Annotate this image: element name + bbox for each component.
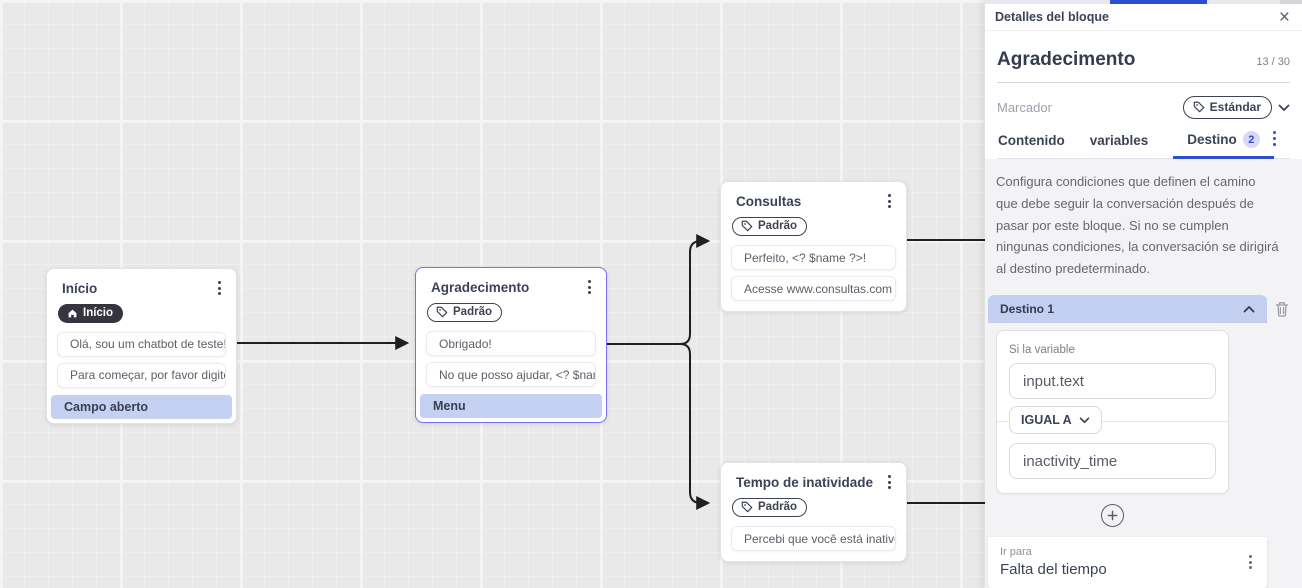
padrao-badge: Padrão bbox=[732, 217, 807, 236]
destino-tab-content: Configura condiciones que definen el cam… bbox=[985, 159, 1302, 588]
variable-input[interactable] bbox=[1009, 363, 1216, 400]
node-menu-kebab-icon[interactable] bbox=[586, 278, 593, 296]
char-counter: 13 / 30 bbox=[1256, 56, 1290, 68]
message-item[interactable]: Perfeito, <? $name ?>! bbox=[731, 245, 896, 270]
node-inicio[interactable]: Início Início Olá, sou um chatbot de tes… bbox=[46, 268, 237, 424]
node-title: Tempo de inatividade bbox=[736, 474, 874, 490]
top-strip-segment bbox=[1280, 0, 1302, 4]
destination-header[interactable]: Destino 1 bbox=[988, 295, 1267, 324]
message-item[interactable]: Para começar, por favor digite o ... bbox=[57, 362, 226, 388]
block-name-field[interactable]: Agradecimento bbox=[997, 49, 1136, 70]
home-icon bbox=[68, 309, 77, 317]
panel-top-strip bbox=[985, 0, 1302, 4]
tag-icon bbox=[436, 306, 448, 318]
tabs-overflow-kebab-icon[interactable] bbox=[1271, 129, 1279, 149]
chevron-up-icon[interactable] bbox=[1243, 305, 1255, 313]
condition-label: Si la variable bbox=[1009, 344, 1075, 357]
close-icon[interactable]: × bbox=[1278, 6, 1290, 28]
goto-value: Falta del tiempo bbox=[1000, 561, 1107, 579]
menu-item-row[interactable]: Menu bbox=[420, 394, 602, 418]
node-menu-kebab-icon[interactable] bbox=[216, 279, 223, 297]
node-tempo-inatividade[interactable]: Tempo de inatividade Padrão Percebi que … bbox=[720, 462, 907, 562]
padrao-badge: Padrão bbox=[427, 303, 502, 322]
tab-contenido[interactable]: Contenido bbox=[998, 133, 1065, 148]
message-item[interactable]: Percebi que você está inativo. C... bbox=[731, 526, 896, 551]
message-item[interactable]: Olá, sou um chatbot de teste! bbox=[57, 331, 226, 357]
delete-destination-button[interactable] bbox=[1274, 301, 1290, 318]
message-item[interactable]: Acesse www.consultas.com par... bbox=[731, 276, 896, 301]
node-agradecimento[interactable]: Agradecimento Padrão Obrigado! No que po… bbox=[415, 267, 607, 423]
edge-agradecimento-consultas bbox=[607, 234, 711, 345]
tab-destino[interactable]: Destino 2 bbox=[1173, 131, 1274, 159]
node-title: Consultas bbox=[736, 193, 802, 209]
goto-kebab-icon[interactable] bbox=[1247, 553, 1254, 571]
node-menu-kebab-icon[interactable] bbox=[886, 192, 893, 210]
block-details-panel: Detalles del bloque × Agradecimento 13 /… bbox=[985, 0, 1302, 588]
flow-canvas[interactable]: Início Início Olá, sou um chatbot de tes… bbox=[0, 0, 985, 588]
inicio-badge: Início bbox=[58, 304, 124, 323]
tag-icon bbox=[741, 501, 753, 513]
tag-icon bbox=[741, 220, 753, 232]
add-condition-icon[interactable] bbox=[1101, 504, 1124, 528]
node-menu-kebab-icon[interactable] bbox=[886, 473, 893, 491]
destination-group: Destino 1 Si la variable IGUAL A bbox=[988, 295, 1267, 588]
panel-header: Detalles del bloque × bbox=[985, 4, 1302, 31]
operator-select[interactable]: IGUAL A bbox=[1009, 406, 1102, 435]
active-section-indicator bbox=[1110, 0, 1207, 4]
padrao-badge: Padrão bbox=[732, 498, 807, 517]
condition-card: Si la variable IGUAL A bbox=[996, 330, 1229, 495]
chevron-down-icon[interactable] bbox=[1278, 104, 1290, 112]
message-item[interactable]: Obrigado! bbox=[426, 331, 596, 356]
panel-title: Detalles del bloque bbox=[995, 10, 1109, 24]
compare-value-input[interactable] bbox=[1009, 443, 1216, 480]
chevron-down-icon bbox=[1079, 417, 1089, 423]
panel-tabs: Contenido variables Destino 2 bbox=[997, 129, 1290, 159]
message-item[interactable]: No que posso ajudar, <? $name ... bbox=[426, 362, 596, 387]
flow-edges bbox=[237, 234, 985, 510]
tag-icon bbox=[1193, 101, 1204, 113]
trash-icon bbox=[1275, 302, 1289, 317]
open-field-item[interactable]: Campo aberto bbox=[51, 394, 232, 419]
goto-row[interactable]: Ir para Falta del tiempo bbox=[988, 537, 1267, 588]
condition-divider bbox=[997, 421, 1228, 423]
goto-label: Ir para bbox=[1000, 546, 1032, 559]
edge-agradecimento-tempo bbox=[607, 343, 711, 510]
node-consultas[interactable]: Consultas Padrão Perfeito, <? $name ?>! … bbox=[720, 181, 907, 312]
tab-variables[interactable]: variables bbox=[1089, 133, 1149, 148]
block-head: Agradecimento 13 / 30 Marcador Estándar … bbox=[985, 31, 1302, 159]
destination-title: Destino 1 bbox=[1000, 302, 1055, 317]
destination-description: Configura condiciones que definen el cam… bbox=[996, 174, 1279, 277]
node-title: Agradecimento bbox=[431, 279, 530, 295]
marker-select[interactable]: Estándar bbox=[1182, 96, 1272, 119]
destination-count-badge: 2 bbox=[1242, 131, 1260, 148]
node-title: Início bbox=[62, 280, 98, 296]
marker-label: Marcador bbox=[997, 100, 1052, 115]
